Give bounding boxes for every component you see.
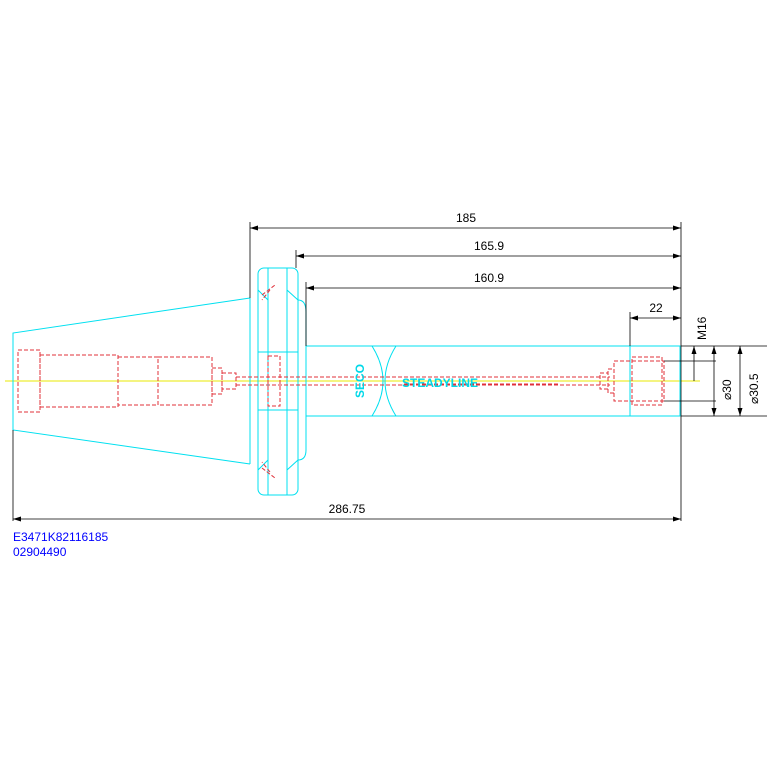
dimension-labels: 185 165.9 160.9 22 M16 ⌀30 ⌀30.5 286.75: [329, 211, 761, 516]
nose: [629, 345, 681, 417]
holder-outline: [12, 267, 681, 496]
damper-lens: [371, 345, 397, 417]
neck: [297, 299, 307, 461]
taper-shank: [12, 297, 251, 465]
dim-label-160-9: 160.9: [474, 271, 504, 285]
product-line-label: STEADYLINE: [402, 376, 478, 390]
dim-label-d30-5: ⌀30.5: [747, 373, 761, 404]
dim-label-185: 185: [456, 211, 476, 225]
part-info: E3471K82116185 02904490: [13, 530, 109, 559]
coolant-channel: [267, 355, 281, 407]
manufacturer-logo: SECO: [353, 364, 367, 398]
dim-label-165-9: 165.9: [474, 239, 504, 253]
flange: [257, 267, 299, 496]
item-number: 02904490: [13, 545, 67, 559]
branding: SECO STEADYLINE: [353, 364, 478, 398]
dim-label-22: 22: [649, 301, 663, 315]
dim-label-286-75: 286.75: [329, 502, 366, 516]
thread-bore: [613, 360, 665, 402]
dimension-lines: [12, 222, 767, 522]
dim-label-m16: M16: [695, 316, 709, 340]
dim-label-d30: ⌀30: [720, 379, 734, 400]
ordering-code: E3471K82116185: [13, 530, 109, 544]
hidden-features: [17, 284, 665, 479]
